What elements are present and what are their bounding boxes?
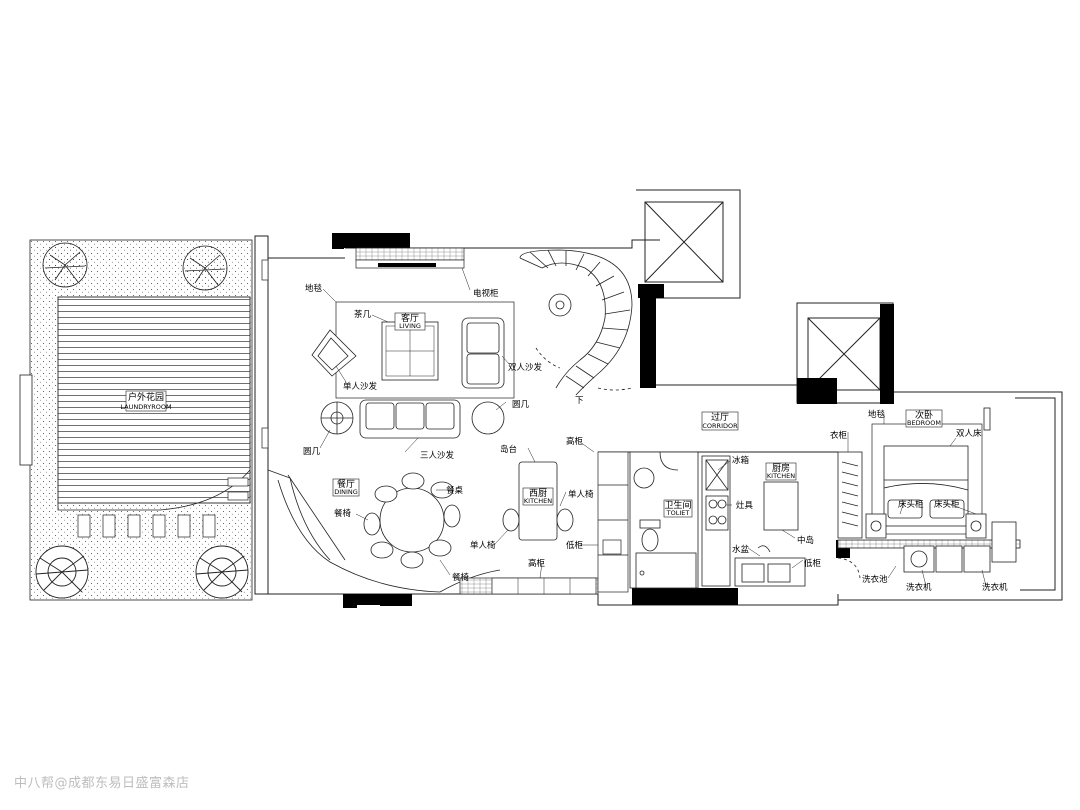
annotation-dining-chair-bottom: 餐椅: [452, 572, 470, 583]
annotations: 地毯 电视柜 茶几 双人沙发 单人沙发 圆几 圆几 三人沙发 岛台 高柜 餐桌 …: [303, 283, 1008, 593]
garden-area: 户外花园 LAUNDRYROOM: [19, 239, 253, 601]
tv-cabinet: [355, 247, 465, 269]
svg-text:KITCHEN: KITCHEN: [524, 497, 552, 505]
room-label-dining: 餐厅 DINING: [332, 478, 360, 497]
annotation-nightstand-right: 床头柜: [934, 499, 960, 510]
svg-text:客厅: 客厅: [401, 312, 419, 324]
room-label-garden: 户外花园 LAUNDRYROOM: [120, 390, 172, 412]
building-outline: [254, 189, 1063, 606]
round-table-right: [471, 401, 505, 435]
tree-icon: [35, 545, 89, 599]
svg-text:LAUNDRYROOM: LAUNDRYROOM: [120, 403, 171, 411]
annotation-tea-table: 茶几: [354, 309, 372, 320]
stairs-down-label: 下: [575, 396, 584, 406]
annotation-single-sofa: 单人沙发: [343, 381, 378, 392]
spiral-staircase: [519, 249, 633, 396]
bottom-cabinet: [459, 577, 599, 595]
wardrobe: [837, 451, 863, 539]
annotation-center-island: 中岛: [797, 535, 814, 546]
laundry-area: [837, 407, 1021, 579]
round-table-left: [320, 401, 354, 435]
annotation-dining-chair-left: 餐椅: [334, 508, 352, 519]
room-label-kitchen: 厨房 KITCHEN: [765, 462, 797, 481]
annotation-stove: 灶具: [736, 500, 754, 511]
annotation-low-cabinet-left: 低柜: [566, 540, 584, 551]
annotation-tall-cabinet-bottom: 高柜: [528, 558, 546, 569]
annotation-tall-cabinet-top: 高柜: [566, 436, 584, 447]
svg-text:过厅: 过厅: [711, 411, 729, 423]
svg-text:LIVING: LIVING: [399, 322, 421, 330]
svg-text:厨房: 厨房: [772, 462, 790, 474]
tree-icon: [195, 545, 249, 599]
window: [261, 259, 269, 449]
nightstand: [865, 513, 987, 539]
tea-table: [381, 321, 439, 381]
annotation-tv-cabinet: 电视柜: [473, 288, 499, 299]
annotation-island: 岛台: [500, 444, 517, 455]
annotation-nightstand-left: 床头柜: [898, 499, 924, 510]
annotation-sink: 水盆: [732, 544, 750, 555]
annotation-low-cabinet-kitchen: 低柜: [804, 558, 822, 569]
svg-text:BEDROOM: BEDROOM: [907, 419, 941, 427]
svg-text:次卧: 次卧: [915, 409, 933, 421]
structural-columns: [332, 233, 894, 608]
single-sofa: [311, 329, 357, 377]
annotation-wardrobe: 衣柜: [830, 430, 848, 441]
annotation-rug-bedroom: 地毯: [868, 409, 886, 420]
svg-text:DINING: DINING: [334, 488, 358, 496]
annotation-single-chair-left: 单人椅: [470, 540, 496, 551]
room-label-toilet: 卫生间 TOLIET: [663, 499, 693, 518]
stepping-stones: [77, 477, 249, 538]
kitchen-room: [701, 455, 806, 587]
svg-text:CORRIDOR: CORRIDOR: [702, 422, 738, 430]
double-bed: [883, 445, 969, 527]
tall-cabinet: [597, 451, 629, 593]
annotation-round-table-left: 圆几: [303, 447, 321, 457]
svg-text:餐厅: 餐厅: [337, 478, 355, 490]
annotation-round-table-right: 圆几: [512, 400, 530, 410]
annotation-dining-table: 餐桌: [446, 485, 464, 496]
svg-text:西厨: 西厨: [529, 488, 547, 499]
annotation-fridge: 冰箱: [732, 455, 750, 466]
watermark: 中八帮@成都东易日盛富森店: [14, 776, 190, 791]
annotation-washer-right: 洗衣机: [982, 582, 1008, 593]
svg-text:TOLIET: TOLIET: [666, 509, 690, 517]
toilet-room: [629, 451, 699, 589]
tree-icon: [182, 245, 228, 291]
tree-icon: [42, 242, 88, 288]
annotation-double-sofa: 双人沙发: [508, 362, 543, 373]
double-sofa: [461, 317, 505, 389]
svg-text:户外花园: 户外花园: [128, 391, 164, 403]
room-label-corridor: 过厅 CORRIDOR: [701, 411, 739, 431]
svg-text:KITCHEN: KITCHEN: [767, 472, 795, 480]
annotation-laundry-sink: 洗衣池: [862, 574, 888, 585]
annotation-triple-sofa: 三人沙发: [420, 450, 455, 461]
room-label-bedroom: 次卧 BEDROOM: [905, 409, 943, 428]
annotation-single-chair-right: 单人椅: [568, 489, 594, 500]
annotation-double-bed: 双人床: [956, 428, 982, 439]
leader-lines: [319, 267, 987, 587]
annotation-washer-left: 洗衣机: [906, 582, 932, 593]
room-label-living: 客厅 LIVING: [394, 312, 426, 331]
triple-sofa: [359, 399, 461, 439]
room-label-west-kitchen: 西厨 KITCHEN: [522, 487, 554, 506]
svg-text:卫生间: 卫生间: [664, 499, 691, 511]
annotation-rug-living: 地毯: [305, 283, 323, 294]
